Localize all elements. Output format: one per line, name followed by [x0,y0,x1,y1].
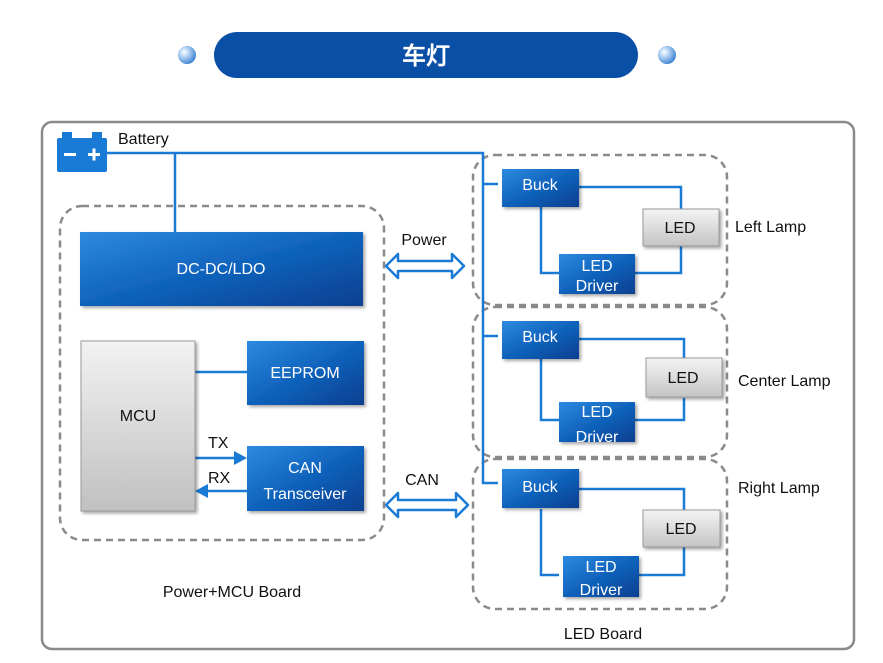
tx-arrow [195,451,247,465]
decor-dot-right [658,46,676,64]
mcu-block [80,340,196,512]
can-transceiver-label-1: CAN [288,460,322,477]
right-led-block [642,509,721,548]
right-lamp: Buck LED LED Driver Right Lamp [502,469,820,599]
left-led-label: LED [664,220,695,237]
center-buck-block [502,321,579,359]
right-buck-label: Buck [522,479,559,496]
left-led-block [642,208,720,247]
left-buck-label: Buck [522,177,559,194]
title-pill [214,32,638,78]
center-led-label: LED [667,370,698,387]
left-led-driver-label-2: Driver [576,278,619,295]
power-link-label: Power [401,232,447,249]
left-lamp: Buck LED LED Driver Left Lamp [502,169,806,295]
can-transceiver-block [247,446,364,511]
power-mcu-board-label: Power+MCU Board [163,584,301,601]
left-buck-block [502,169,579,207]
center-led-driver-label-1: LED [581,404,612,421]
led-board-label: LED Board [564,626,642,643]
wires [106,151,686,577]
can-link-label: CAN [405,472,439,489]
dcdc-ldo-label: DC-DC/LDO [177,261,266,278]
left-led-driver-block [559,254,635,294]
rx-arrow [195,484,247,498]
tx-label: TX [208,435,229,452]
right-led-driver-block [563,556,639,597]
battery-icon [57,132,107,172]
can-transceiver-label-2: Transceiver [264,486,348,503]
left-led-driver-label-1: LED [581,258,612,275]
decor-dot-left [178,46,196,64]
right-buck-block [502,469,579,508]
right-led-label: LED [665,521,696,538]
header: 车灯 [178,32,676,78]
center-lamp: Buck LED LED Driver Center Lamp [502,321,831,446]
mcu-label: MCU [120,408,156,425]
eeprom-block [247,341,364,405]
can-link-arrow [384,491,470,519]
eeprom-label: EEPROM [270,365,339,382]
dcdc-ldo-block [80,232,363,306]
center-led-driver-block [559,402,635,442]
left-lamp-label: Left Lamp [735,219,806,236]
outer-frame [40,120,856,651]
center-buck-label: Buck [522,329,559,346]
center-led-block [645,357,723,398]
page-title: 车灯 [402,42,450,70]
center-lamp-label: Center Lamp [738,373,831,390]
right-led-driver-label-1: LED [585,559,616,576]
power-link-arrow [384,252,466,280]
power-mcu-board-outline [58,204,386,542]
rx-label: RX [208,470,231,487]
right-led-driver-label-2: Driver [580,582,623,599]
battery-label: Battery [118,131,169,148]
right-lamp-label: Right Lamp [738,480,820,497]
center-led-driver-label-2: Driver [576,429,619,446]
